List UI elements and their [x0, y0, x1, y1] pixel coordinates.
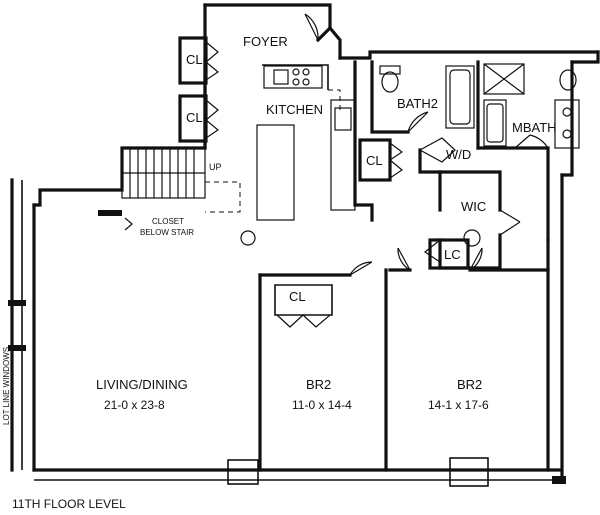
interior-walls — [203, 58, 550, 472]
closet-below-stair-line2: BELOW STAIR — [140, 228, 194, 237]
br2-right-dimensions: 14-1 x 17-6 — [428, 398, 489, 412]
wic-fixtures — [463, 229, 481, 247]
kitchen-fixtures — [240, 65, 356, 246]
br2-right-label: BR2 — [457, 377, 482, 392]
closet-label-bedroom: CL — [289, 289, 306, 304]
window-piers — [8, 300, 566, 487]
lot-line-windows-label: LOT LINE WINDOWS — [2, 347, 11, 425]
closets — [178, 36, 470, 328]
foyer-label: FOYER — [243, 34, 288, 49]
mbath-label: MBATH — [512, 120, 557, 135]
lc-label: LC — [444, 247, 461, 262]
living-dining-label: LIVING/DINING — [96, 377, 188, 392]
closet-label-foyer-top: CL — [186, 52, 203, 67]
closet-label-foyer-mid: CL — [186, 110, 203, 125]
bath2-label: BATH2 — [397, 96, 438, 111]
wd-label: W/D — [446, 147, 471, 162]
kitchen-label: KITCHEN — [266, 102, 323, 117]
living-dining-dimensions: 21-0 x 23-8 — [104, 398, 165, 412]
wic-label: WIC — [461, 199, 486, 214]
floor-level-label: 11TH FLOOR LEVEL — [12, 497, 126, 511]
door-swings — [304, 13, 549, 276]
closet-below-stair-line1: CLOSET — [152, 217, 184, 226]
stair-up-label: UP — [209, 162, 222, 172]
closet-label-kitchen: CL — [366, 153, 383, 168]
bath2-fixtures — [379, 65, 475, 129]
br2-left-label: BR2 — [306, 377, 331, 392]
mbath-fixtures — [483, 63, 580, 149]
br2-left-dimensions: 11-0 x 14-4 — [292, 398, 352, 412]
stair — [98, 147, 241, 231]
